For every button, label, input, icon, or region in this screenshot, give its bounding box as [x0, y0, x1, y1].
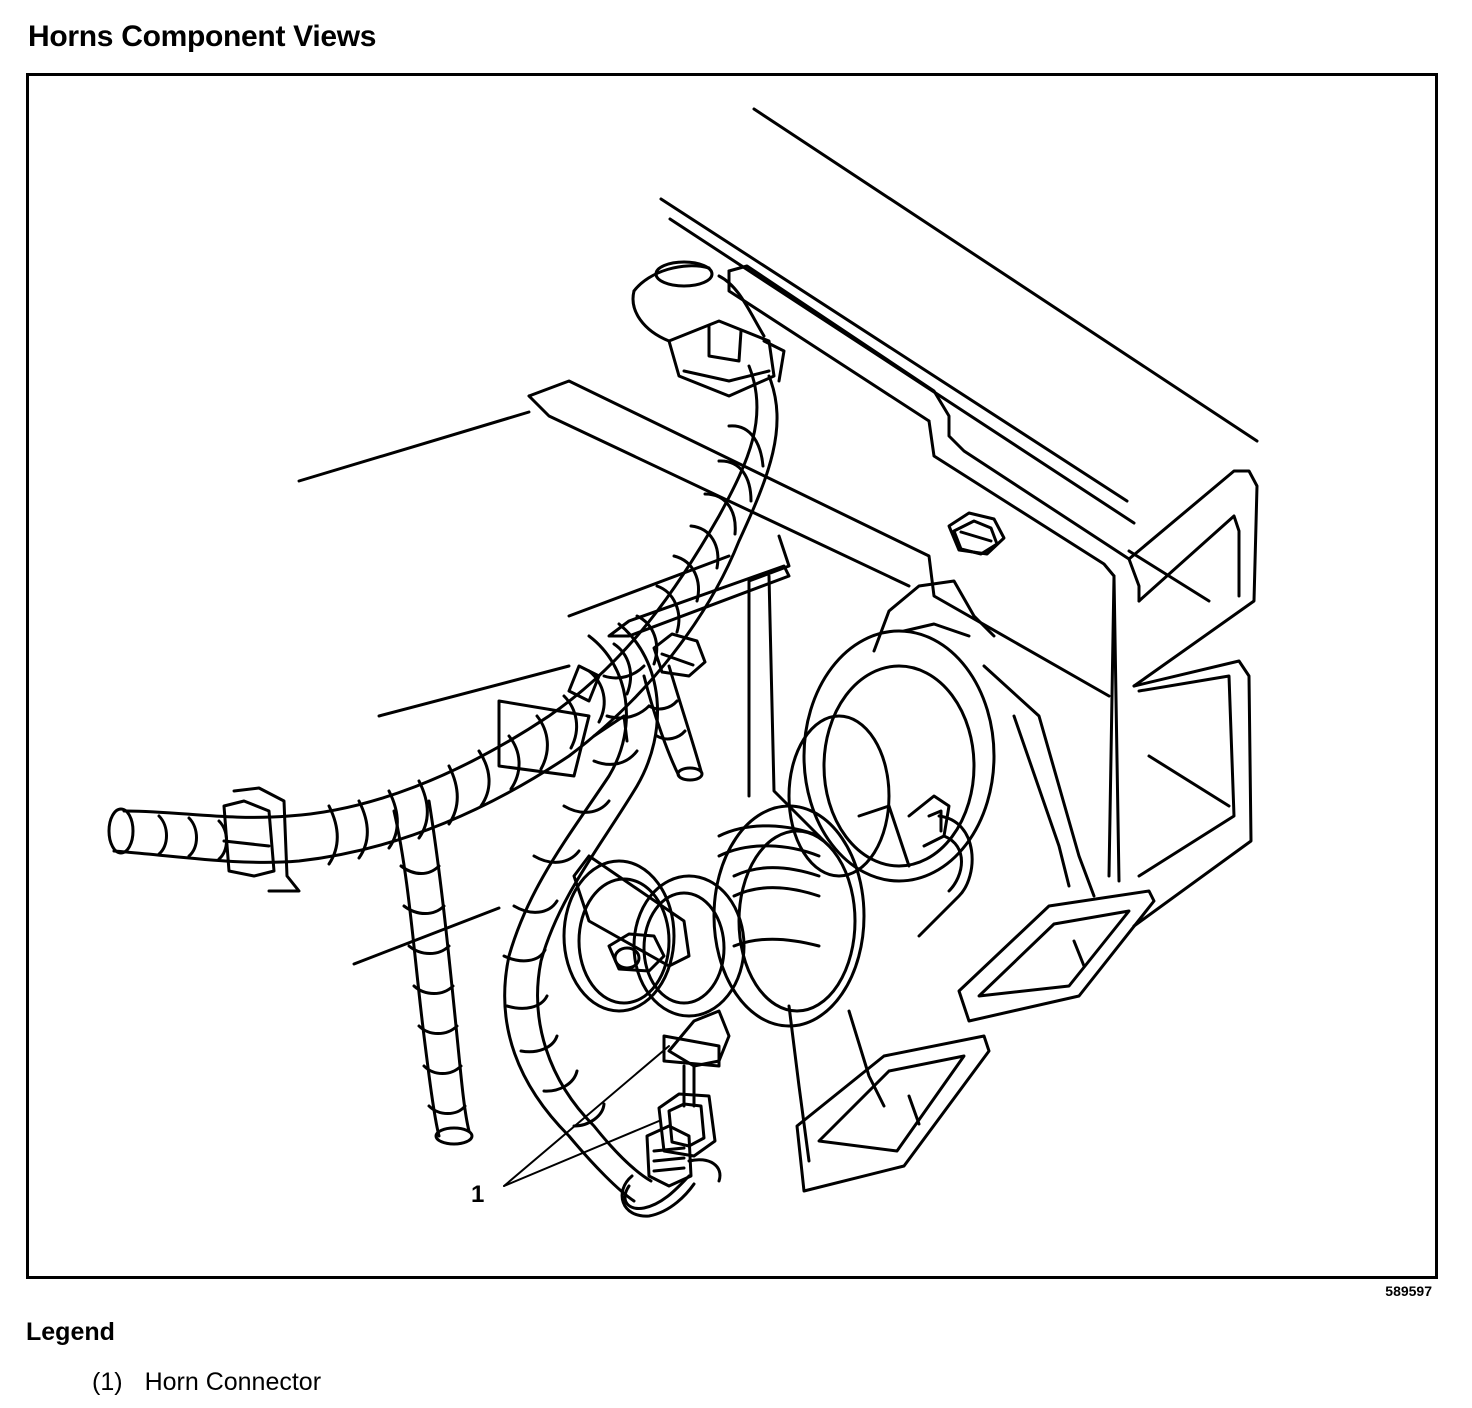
harness-cut-end-upper — [631, 260, 766, 343]
wiring-harness-branch-center — [502, 622, 660, 1203]
wiring-harness-branch-down — [392, 799, 474, 1146]
frame-bracket — [527, 264, 1259, 928]
callout-1-leader — [503, 1045, 670, 1187]
wiring-harness-branch-short — [642, 664, 704, 782]
legend-list: (1) Horn Connector — [92, 1368, 321, 1397]
bracket-bolt-lower — [652, 632, 707, 678]
legend-item-text: Horn Connector — [144, 1368, 322, 1396]
legend-item: (1) Horn Connector — [92, 1368, 321, 1397]
rear-horn — [787, 579, 1156, 1023]
callout-1-label: 1 — [471, 1181, 484, 1208]
horn-diagram-frame: 1 — [26, 73, 1438, 1279]
horn-connector — [620, 1092, 722, 1218]
legend-heading: Legend — [26, 1318, 115, 1346]
page-title: Horns Component Views — [28, 20, 377, 53]
figure-id-number: 589597 — [1385, 1283, 1432, 1299]
harness-clip-upper — [667, 319, 786, 398]
harness-clip-left — [222, 786, 301, 893]
wiring-harness-main — [107, 364, 779, 866]
bracket-bolt-upper — [947, 511, 1006, 556]
legend-item-number: (1) — [92, 1368, 123, 1396]
horn-diagram-illustration: 1 — [107, 107, 1259, 1218]
front-horn — [562, 804, 991, 1193]
